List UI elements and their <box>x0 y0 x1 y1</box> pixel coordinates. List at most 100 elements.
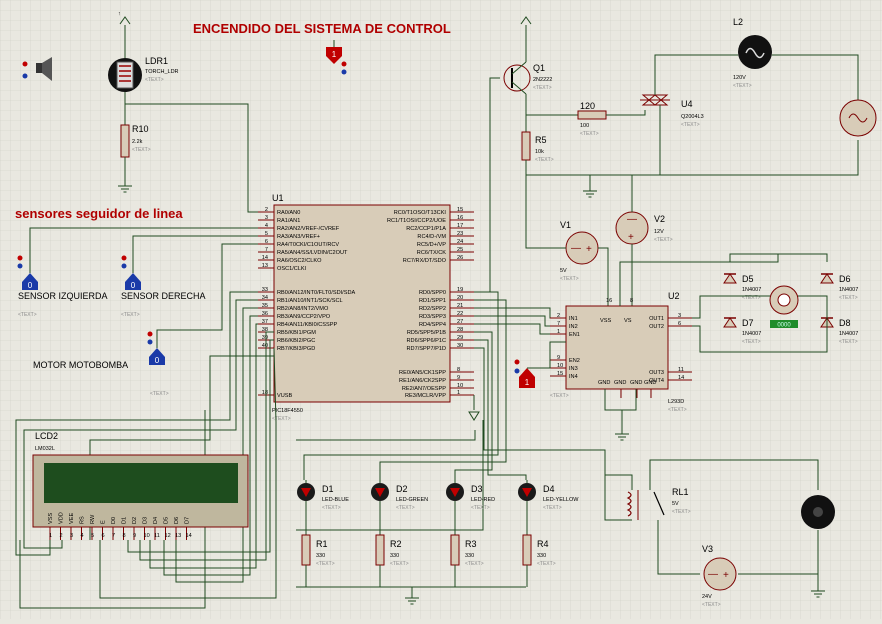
motor-icon-large[interactable] <box>801 495 835 529</box>
led-d3[interactable] <box>446 483 464 501</box>
motor-icon[interactable]: 0000 <box>769 285 799 329</box>
u1-pin-name: RC7/RX/DT/SDO <box>403 258 447 264</box>
u1-pin-name: RC2/CCP1/P1A <box>406 226 446 232</box>
r10-text: <TEXT> <box>132 147 151 153</box>
l2-lamp[interactable] <box>738 35 772 69</box>
v1-value: 5V <box>560 268 567 274</box>
u1-pin-number: 21 <box>457 303 463 309</box>
u1-pin-name: RC0/T1OSO/T13CKI <box>394 210 447 216</box>
u1-pin-number: 14 <box>262 255 268 261</box>
lcd-pin-name: D2 <box>132 517 138 524</box>
u2-pin-name: GND <box>598 380 610 386</box>
l2-text: <TEXT> <box>733 83 752 89</box>
pump-terminal[interactable]: 0 <box>147 331 166 366</box>
u1-pin-name: RE2/AN7/OESPP <box>402 386 446 392</box>
u2-pin-name: GND <box>630 380 642 386</box>
v2-source[interactable]: — + <box>615 211 649 245</box>
svg-text:↑: ↑ <box>118 11 121 17</box>
driver-enable-text: <TEXT> <box>550 393 569 399</box>
lcd2-display[interactable] <box>32 454 249 528</box>
diode-d5[interactable] <box>723 273 737 284</box>
u1-pin-name: RE1/AN6/CK2SPP <box>399 378 446 384</box>
diode-d6[interactable] <box>820 273 834 284</box>
sensor-left-terminal[interactable]: 0 <box>17 255 39 291</box>
driver-enable-digit: 1 <box>525 378 530 387</box>
power-terminal-icon[interactable]: 1 <box>326 40 347 75</box>
resistor-ref: R2 <box>390 539 402 549</box>
u2-pin-name: GND <box>644 380 656 386</box>
u4-text: <TEXT> <box>681 122 700 128</box>
resistor-ref: R1 <box>316 539 328 549</box>
resistor-text: <TEXT> <box>390 561 409 567</box>
u1-pin-name: RB4/AN11/KBI0/CSSPP <box>277 322 337 328</box>
ldr1-part: TORCH_LDR <box>145 69 179 75</box>
led-text: <TEXT> <box>471 505 490 511</box>
driver-enable-terminal[interactable]: 1 <box>514 359 536 389</box>
diode-part: 1N4007 <box>742 287 761 293</box>
q1-transistor[interactable] <box>503 16 532 95</box>
v1-source[interactable]: — + <box>565 231 599 265</box>
u1-pin-number: 34 <box>262 295 268 301</box>
pump-digit: 0 <box>155 356 160 365</box>
u1-pin-name: RC6/TX/CK <box>417 250 446 256</box>
lcd-pin-name: VDD <box>59 512 65 524</box>
u4-part: Q2004L3 <box>681 114 704 120</box>
u2-pin-name: VS <box>624 318 632 324</box>
power-terminal-digit: 1 <box>332 50 337 59</box>
r5-resistor[interactable] <box>521 131 531 161</box>
u1-pin-name: RD2/SPP2 <box>419 306 446 312</box>
u2-pin-name: IN4 <box>569 374 578 380</box>
ldr1[interactable]: ↑ <box>108 11 142 125</box>
u2-motor-driver[interactable] <box>565 305 669 390</box>
pump-label: MOTOR MOTOBOMBA <box>33 360 128 370</box>
led-text: <TEXT> <box>396 505 415 511</box>
u2-part: L293D <box>668 399 684 405</box>
r120-resistor[interactable] <box>577 110 607 120</box>
led-ref: D4 <box>543 484 555 494</box>
rl1-text: <TEXT> <box>672 509 691 515</box>
pump-text: <TEXT> <box>150 391 169 397</box>
rl1-relay[interactable] <box>626 490 665 520</box>
u1-microcontroller[interactable] <box>273 204 451 403</box>
v3-source[interactable]: — + <box>703 557 737 591</box>
led-ref: D3 <box>471 484 483 494</box>
u2-pin-name: GND <box>614 380 626 386</box>
led-d1[interactable] <box>297 483 315 501</box>
v3-value: 24V <box>702 594 712 600</box>
u1-pin-name: RD1/SPP1 <box>419 298 446 304</box>
u1-ref: U1 <box>272 193 284 203</box>
u1-pin-name: RA0/AN0 <box>277 210 300 216</box>
led-text: <TEXT> <box>322 505 341 511</box>
resistor-r1[interactable] <box>301 534 311 566</box>
resistor-r3[interactable] <box>450 534 460 566</box>
lcd-pin-number: 3 <box>70 533 73 539</box>
lcd-pin-name: D6 <box>174 517 180 524</box>
lcd-pin-number: 6 <box>102 533 105 539</box>
resistor-r2[interactable] <box>375 534 385 566</box>
led-d2[interactable] <box>371 483 389 501</box>
v3-text: <TEXT> <box>702 602 721 608</box>
led-array: D1LED-BLUE<TEXT>R1330<TEXT>D2LED-GREEN<T… <box>297 480 579 587</box>
lcd2-ref: LCD2 <box>35 431 58 441</box>
u1-pin-name: RC1/T1OSI/CCP2/UOE <box>387 218 446 224</box>
u1-pin-name: RD7/SPP7/P1D <box>407 346 446 352</box>
diode-d7[interactable] <box>723 317 737 328</box>
l2-ref: L2 <box>733 17 743 27</box>
u1-pin-number: 10 <box>457 383 463 389</box>
resistor-r4[interactable] <box>522 534 532 566</box>
sensor-right-terminal[interactable]: 0 <box>121 255 142 291</box>
ac-source-icon[interactable] <box>839 99 877 137</box>
u2-pin-number: 6 <box>678 321 681 327</box>
u1-pin-number: 40 <box>262 343 268 349</box>
u2-pin-number: 1 <box>557 329 560 335</box>
led-d4[interactable] <box>518 483 536 501</box>
u1-pin-number: 29 <box>457 335 463 341</box>
r10-resistor[interactable] <box>120 124 130 158</box>
speaker-icon[interactable] <box>22 57 53 81</box>
u2-pin-name: EN1 <box>569 332 580 338</box>
u1-pin-name: RD5/SPP5/P1B <box>407 330 446 336</box>
r10-value: 2.2k <box>132 139 143 145</box>
